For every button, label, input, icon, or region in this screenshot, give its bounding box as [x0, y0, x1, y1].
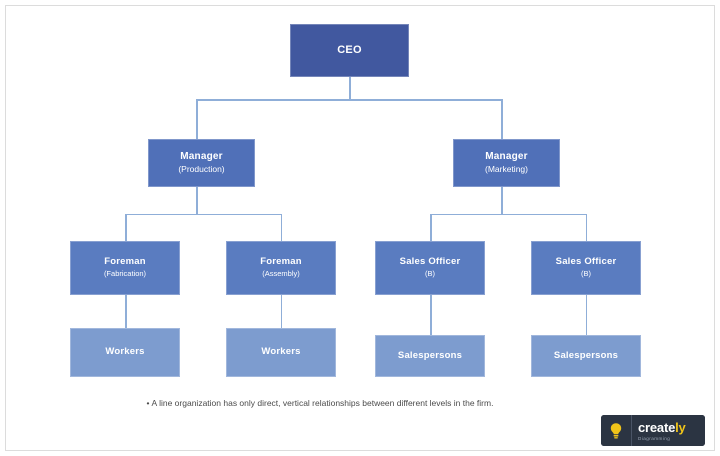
node-manager-production-title: Manager	[180, 151, 223, 163]
creately-wordmark-ly: ly	[675, 419, 686, 435]
node-salespersons-1-title: Salespersons	[397, 349, 463, 361]
node-manager-marketing-title: Manager	[485, 151, 528, 163]
connector-sales-officer-a-to-salespersons	[430, 295, 432, 335]
node-sales-officer-a-subtitle: (B)	[425, 269, 435, 279]
connector-foreman-fabrication-to-workers	[125, 295, 127, 328]
node-foreman-assembly-title: Foreman	[260, 256, 302, 268]
creately-wordmark: creately	[638, 421, 705, 434]
caption-text: A line organization has only direct, ver…	[151, 398, 494, 408]
connector-to-sales-officer-a	[430, 213, 432, 242]
node-manager-marketing-subtitle: (Marketing)	[485, 163, 528, 174]
node-foreman-fabrication[interactable]: Foreman (Fabrication)	[70, 241, 180, 295]
connector-to-foreman-assembly	[280, 213, 283, 242]
node-sales-officer-a[interactable]: Sales Officer (B)	[375, 241, 485, 295]
node-salespersons-2-title: Salespersons	[553, 349, 619, 361]
lightbulb-icon	[601, 415, 632, 446]
node-ceo-title: CEO	[337, 44, 362, 57]
creately-wordmark-create: create	[638, 419, 676, 435]
connector-ceo-down	[349, 77, 351, 100]
connector-manager-production-down	[196, 187, 198, 215]
connector-foreman-assembly-to-workers	[280, 295, 283, 328]
diagram-caption: •A line organization has only direct, ve…	[40, 398, 600, 409]
connector-to-foreman-fabrication	[125, 213, 127, 242]
node-manager-production-subtitle: (Production)	[178, 163, 225, 174]
creately-tagline: Diagramming	[638, 435, 671, 441]
node-foreman-assembly-subtitle: (Assembly)	[262, 269, 300, 279]
node-manager-production[interactable]: Manager (Production)	[148, 139, 255, 187]
connector-to-manager-production	[196, 99, 198, 140]
caption-bullet: •	[146, 398, 150, 408]
node-foreman-assembly[interactable]: Foreman (Assembly)	[226, 241, 336, 295]
connector-to-manager-marketing	[501, 99, 503, 140]
node-sales-officer-b-subtitle: (B)	[581, 269, 591, 279]
node-ceo[interactable]: CEO	[290, 24, 409, 77]
node-workers-1[interactable]: Workers	[70, 328, 180, 377]
connector-manager-marketing-down	[501, 187, 503, 215]
node-sales-officer-b-title: Sales Officer	[555, 256, 617, 268]
connector-bus-production	[125, 213, 282, 216]
node-foreman-fabrication-title: Foreman	[104, 256, 146, 268]
node-workers-2[interactable]: Workers	[226, 328, 336, 377]
node-workers-1-title: Workers	[105, 346, 145, 358]
node-sales-officer-a-title: Sales Officer	[399, 256, 461, 268]
node-manager-marketing[interactable]: Manager (Marketing)	[453, 139, 560, 187]
node-foreman-fabrication-subtitle: (Fabrication)	[103, 269, 147, 279]
creately-logo-badge[interactable]: creately Diagramming	[601, 415, 705, 446]
node-salespersons-2[interactable]: Salespersons	[531, 335, 641, 377]
connector-bus-level1	[196, 99, 503, 101]
node-sales-officer-b[interactable]: Sales Officer (B)	[531, 241, 641, 295]
connector-to-sales-officer-b	[585, 213, 588, 242]
creately-wordmark-cell: creately Diagramming	[632, 415, 705, 446]
connector-bus-marketing	[430, 213, 587, 216]
connector-sales-officer-b-to-salespersons	[585, 295, 588, 335]
node-salespersons-1[interactable]: Salespersons	[375, 335, 485, 377]
node-workers-2-title: Workers	[261, 346, 301, 358]
